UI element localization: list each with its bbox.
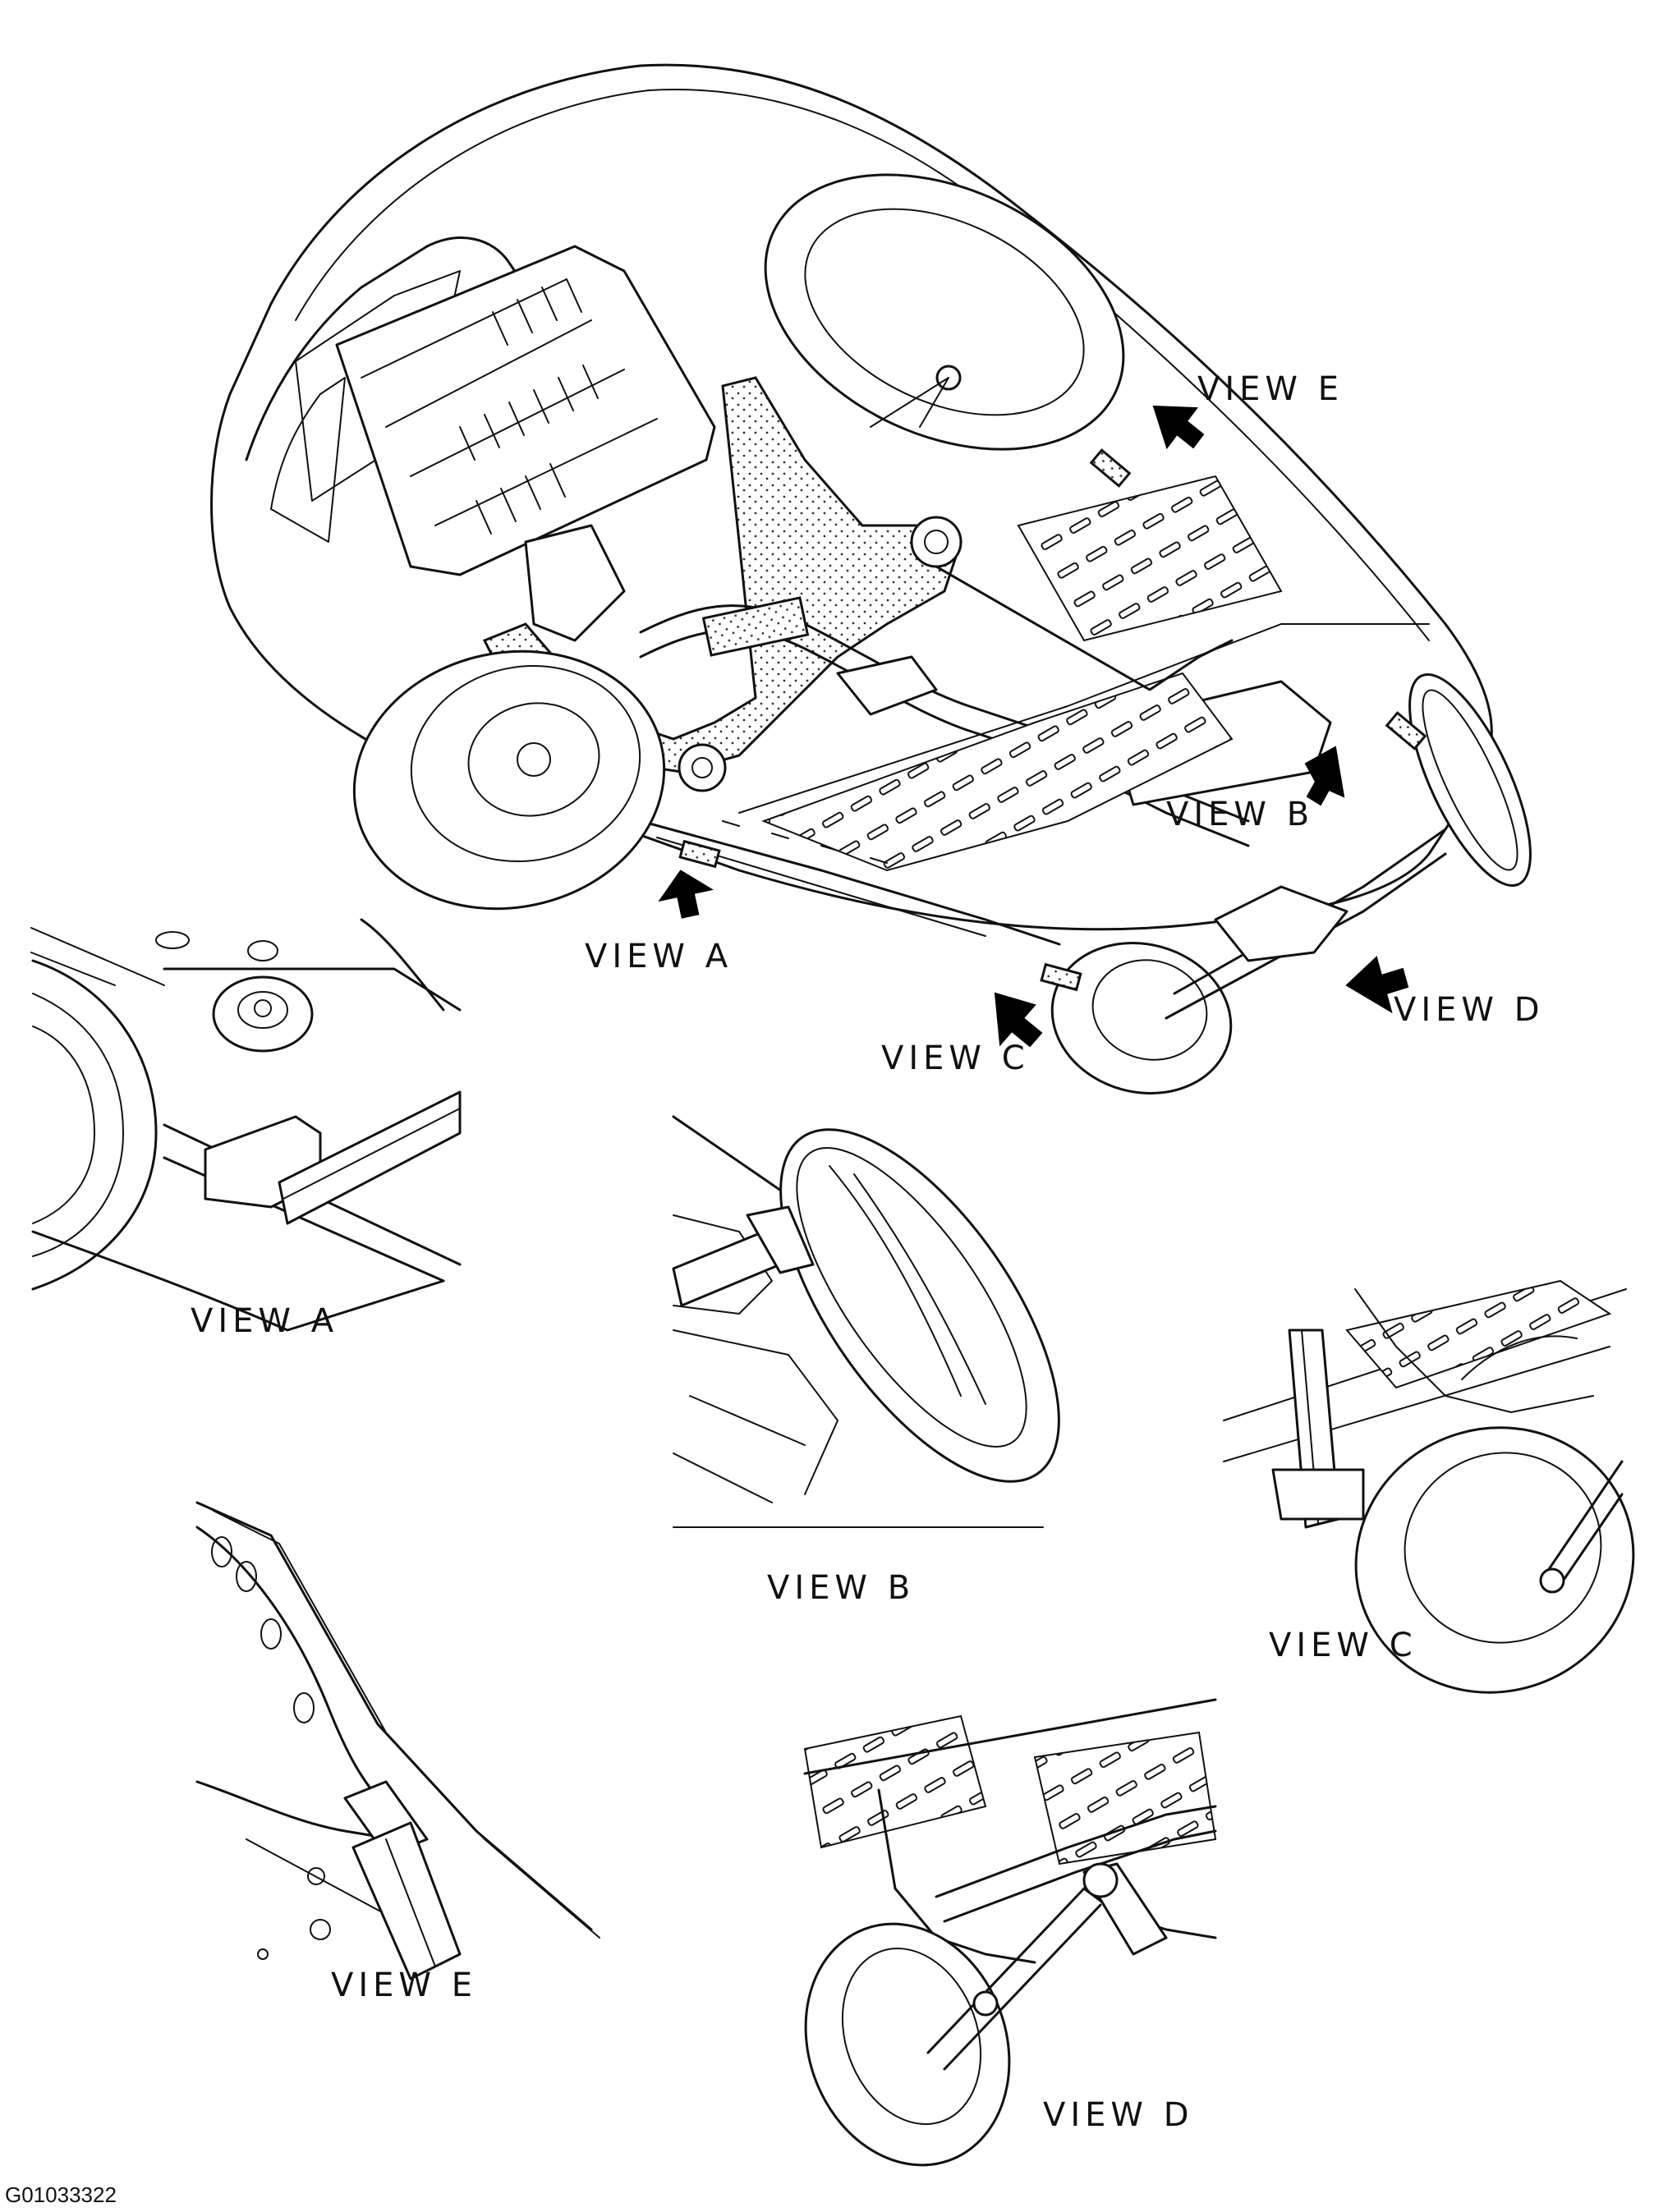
strut-mount <box>212 975 314 1053</box>
detail-view-c: VIEW C <box>1223 1279 1635 1694</box>
front-splash-shield <box>335 245 716 576</box>
detail-view-e: VIEW E <box>195 1501 600 2004</box>
catalytic-converter <box>836 655 938 716</box>
spare-tire <box>764 173 1125 451</box>
arrow-view-a <box>658 870 714 919</box>
jack-pad-e <box>1089 448 1132 488</box>
arrow-view-e <box>1152 405 1205 450</box>
jack-stand-e <box>351 1821 462 1980</box>
callout-view-b: VIEW B <box>1166 796 1314 833</box>
body-outline <box>210 63 1493 931</box>
detail-view-a: VIEW A <box>30 918 462 1340</box>
rear-mount-bushing <box>910 516 963 568</box>
jack-pad-a <box>678 839 721 869</box>
callout-view-a: VIEW A <box>585 938 733 975</box>
detail-view-d: VIEW D <box>803 1698 1217 2167</box>
rear-left-wheel <box>1050 942 1233 1095</box>
detail-view-b: VIEW B <box>672 1115 1060 1607</box>
jack-pad-c <box>1040 962 1082 992</box>
oil-pan <box>524 524 626 642</box>
tire-detail-b <box>779 1128 1060 1483</box>
rear-axle <box>1165 852 1447 1020</box>
caption-view-c: VIEW C <box>1269 1627 1417 1664</box>
arrow-view-d <box>1345 956 1409 1014</box>
caption-view-a: VIEW A <box>191 1302 338 1340</box>
callout-view-c: VIEW C <box>881 1039 1030 1077</box>
rocker-panel <box>639 819 1061 946</box>
caption-view-e: VIEW E <box>331 1966 477 2004</box>
callout-view-e: VIEW E <box>1197 370 1344 408</box>
jack-pad-detail-b <box>746 1205 815 1274</box>
caption-view-b: VIEW B <box>767 1569 915 1607</box>
figure-code: G01033322 <box>5 2182 117 2207</box>
flex-pipe <box>701 596 810 657</box>
jack-pad-detail-d <box>1082 1862 1119 1898</box>
arrow-view-c <box>994 992 1043 1048</box>
jack-pad-b <box>1385 711 1427 750</box>
floor-pan <box>761 672 1234 872</box>
jack-stand-a <box>278 1090 462 1225</box>
main-underbody-view: VIEW E VIEW B VIEW A VIEW D VIEW C <box>210 63 1545 1095</box>
fuel-line <box>935 565 1234 691</box>
caption-view-d: VIEW D <box>1043 2096 1194 2134</box>
callout-view-d: VIEW D <box>1394 991 1545 1029</box>
arrow-view-b <box>1304 746 1345 806</box>
exhaust-pipe <box>639 604 1250 823</box>
tire-detail-c <box>1354 1426 1635 1694</box>
tire-detail-d <box>804 1922 1011 2167</box>
front-mount-bushing <box>678 743 727 792</box>
jack-pad-detail-c <box>1271 1468 1365 1521</box>
rear-right-wheel <box>1408 673 1532 887</box>
front-left-wheel <box>352 649 666 911</box>
